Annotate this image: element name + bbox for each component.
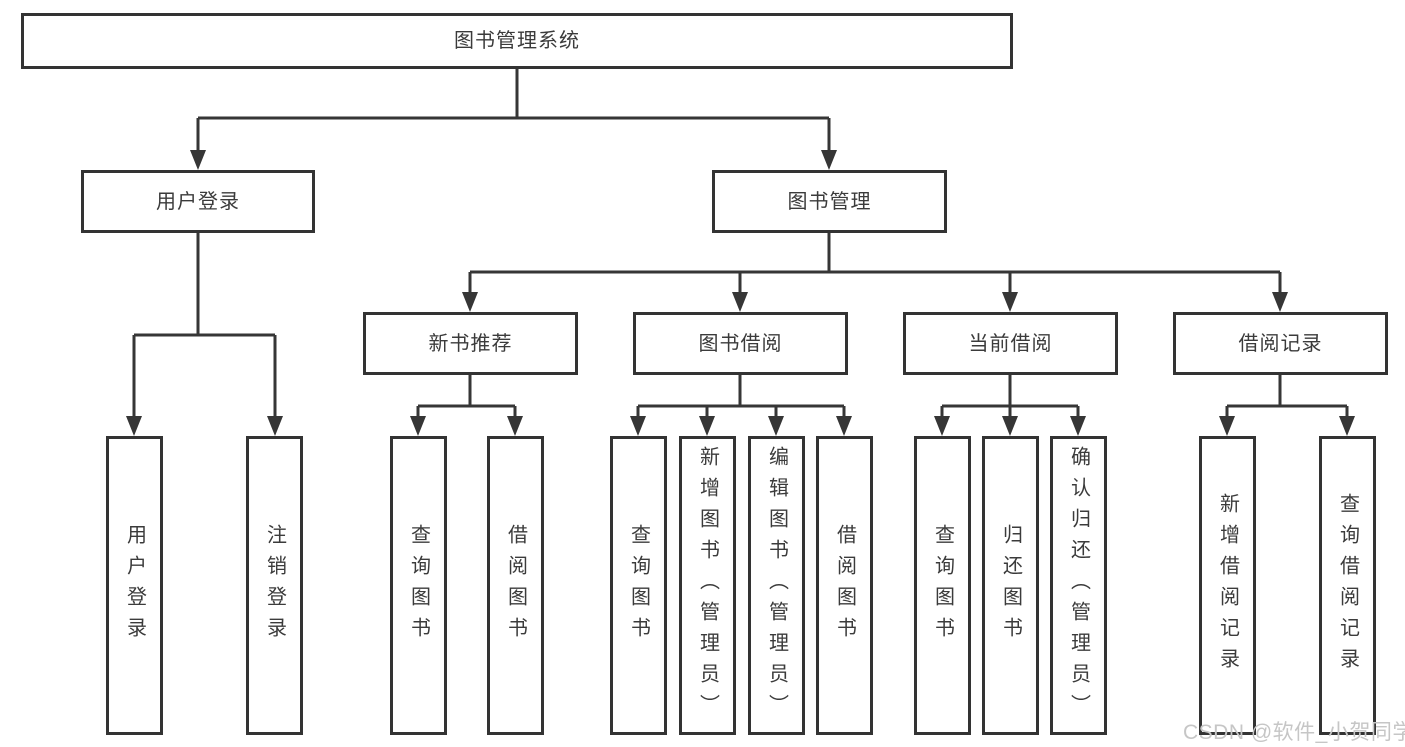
arrow-down-icon — [768, 416, 784, 436]
node-label: 用户登录 — [156, 190, 240, 213]
node-label: 借阅图书 — [504, 523, 527, 648]
connector-borrow-record-children — [1219, 375, 1355, 436]
leaf-box-user-login: 用户登录 — [106, 436, 163, 735]
connector-book-borrow-children — [630, 375, 852, 436]
arrow-down-icon — [1339, 416, 1355, 436]
connector-new-book-recommend-children — [410, 375, 523, 436]
arrow-down-icon — [699, 416, 715, 436]
arrow-down-icon — [410, 416, 426, 436]
arrow-down-icon — [821, 150, 837, 170]
arrow-down-icon — [630, 416, 646, 436]
node-label: 图书管理系统 — [454, 30, 580, 52]
connector-current-borrow-children — [934, 375, 1086, 436]
arrow-down-icon — [732, 292, 748, 312]
arrow-down-icon — [507, 416, 523, 436]
node-label: 查询图书 — [627, 523, 650, 648]
leaf-box-add-borrow-record: 新增借阅记录 — [1199, 436, 1256, 735]
arrow-down-icon — [1002, 416, 1018, 436]
node-label: 查询图书 — [407, 523, 430, 648]
node-label: 确认归还（管理员） — [1067, 446, 1090, 725]
arrow-down-icon — [934, 416, 950, 436]
leaf-box-edit-books-admin: 编辑图书（管理员） — [748, 436, 805, 735]
leaf-box-borrow-books-recommend: 借阅图书 — [487, 436, 544, 735]
node-label: 归还图书 — [999, 523, 1022, 648]
connector-user-login-children — [126, 233, 283, 436]
node-box-borrow-record: 借阅记录 — [1173, 312, 1388, 375]
node-label: 借阅图书 — [833, 523, 856, 648]
arrow-down-icon — [267, 416, 283, 436]
node-label: 当前借阅 — [968, 332, 1053, 355]
leaf-box-query-books-borrow: 查询图书 — [610, 436, 667, 735]
node-label: 查询图书 — [931, 523, 954, 648]
leaf-box-add-books-admin: 新增图书（管理员） — [679, 436, 736, 735]
leaf-box-query-books-recommend: 查询图书 — [390, 436, 447, 735]
node-label: 查询借阅记录 — [1336, 492, 1359, 679]
node-label: 新增借阅记录 — [1216, 492, 1239, 679]
arrow-down-icon — [462, 292, 478, 312]
node-label: 借阅记录 — [1238, 332, 1323, 355]
node-label: 新书推荐 — [428, 332, 513, 355]
leaf-box-query-books-current: 查询图书 — [914, 436, 971, 735]
node-label: 用户登录 — [123, 523, 146, 648]
leaf-box-query-borrow-record: 查询借阅记录 — [1319, 436, 1376, 735]
connector-book-management-children — [462, 233, 1288, 312]
branch-box-user-login: 用户登录 — [81, 170, 315, 233]
leaf-box-return-books: 归还图书 — [982, 436, 1039, 735]
arrow-down-icon — [126, 416, 142, 436]
leaf-box-logout: 注销登录 — [246, 436, 303, 735]
node-label: 图书借阅 — [698, 332, 783, 355]
arrow-down-icon — [1219, 416, 1235, 436]
node-box-current-borrow: 当前借阅 — [903, 312, 1118, 375]
arrow-down-icon — [1002, 292, 1018, 312]
branch-box-book-management: 图书管理 — [712, 170, 947, 233]
node-label: 编辑图书（管理员） — [765, 446, 788, 725]
node-box-book-borrow: 图书借阅 — [633, 312, 848, 375]
node-label: 图书管理 — [787, 190, 872, 213]
leaf-box-confirm-return-admin: 确认归还（管理员） — [1050, 436, 1107, 735]
node-box-new-book-recommend: 新书推荐 — [363, 312, 578, 375]
connector-root-to-level2 — [190, 69, 837, 170]
watermark: CSDN @软件_小贺同学 — [1183, 721, 1405, 744]
root-box-library-management-system: 图书管理系统 — [21, 13, 1013, 69]
arrow-down-icon — [836, 416, 852, 436]
arrow-down-icon — [190, 150, 206, 170]
node-label: 新增图书（管理员） — [696, 446, 719, 725]
leaf-box-borrow-books: 借阅图书 — [816, 436, 873, 735]
node-label: 注销登录 — [263, 523, 286, 648]
arrow-down-icon — [1272, 292, 1288, 312]
arrow-down-icon — [1070, 416, 1086, 436]
